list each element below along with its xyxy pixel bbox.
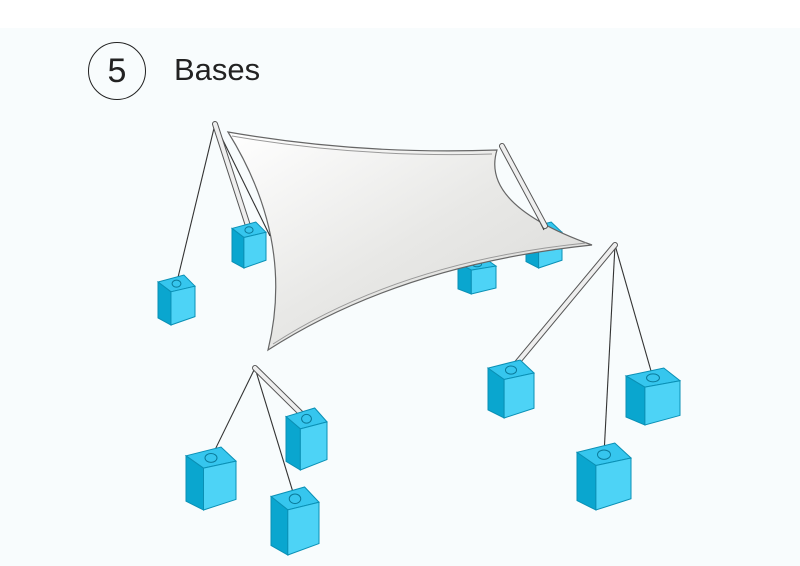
step-number-badge: 5 <box>88 42 146 100</box>
base-weight-block <box>230 221 267 269</box>
base-weight-block <box>575 442 633 511</box>
anchor-ring-icon <box>171 279 182 288</box>
guy-line <box>175 123 216 284</box>
front-bases <box>156 221 682 556</box>
shade-sail <box>226 131 593 352</box>
guy-line <box>254 367 296 499</box>
anchor-ring-icon <box>597 449 611 460</box>
instruction-panel <box>0 28 800 566</box>
base-weight-block <box>156 274 196 326</box>
anchor-ring-icon <box>646 373 660 383</box>
base-weight-block <box>184 446 238 511</box>
pole <box>499 143 548 229</box>
anchor-ring-icon <box>504 365 518 375</box>
guy-line <box>603 244 616 455</box>
poles <box>212 121 618 422</box>
anchor-ring-icon <box>301 413 312 424</box>
step-title: Bases <box>174 52 261 87</box>
base-weight-block <box>269 486 320 556</box>
step-number: 5 <box>107 51 127 90</box>
base-weight-block <box>486 359 536 419</box>
base-weight-block <box>456 257 498 295</box>
pole <box>252 365 310 422</box>
pole <box>508 242 618 374</box>
anchor-ring-icon <box>244 226 254 234</box>
base-weight-block <box>284 407 328 471</box>
base-weight-block <box>624 367 682 426</box>
guy-line <box>614 244 654 379</box>
guy-line <box>210 367 256 459</box>
anchor-ring-icon <box>288 493 302 505</box>
anchor-ring-icon <box>204 453 218 463</box>
pole <box>212 121 253 235</box>
